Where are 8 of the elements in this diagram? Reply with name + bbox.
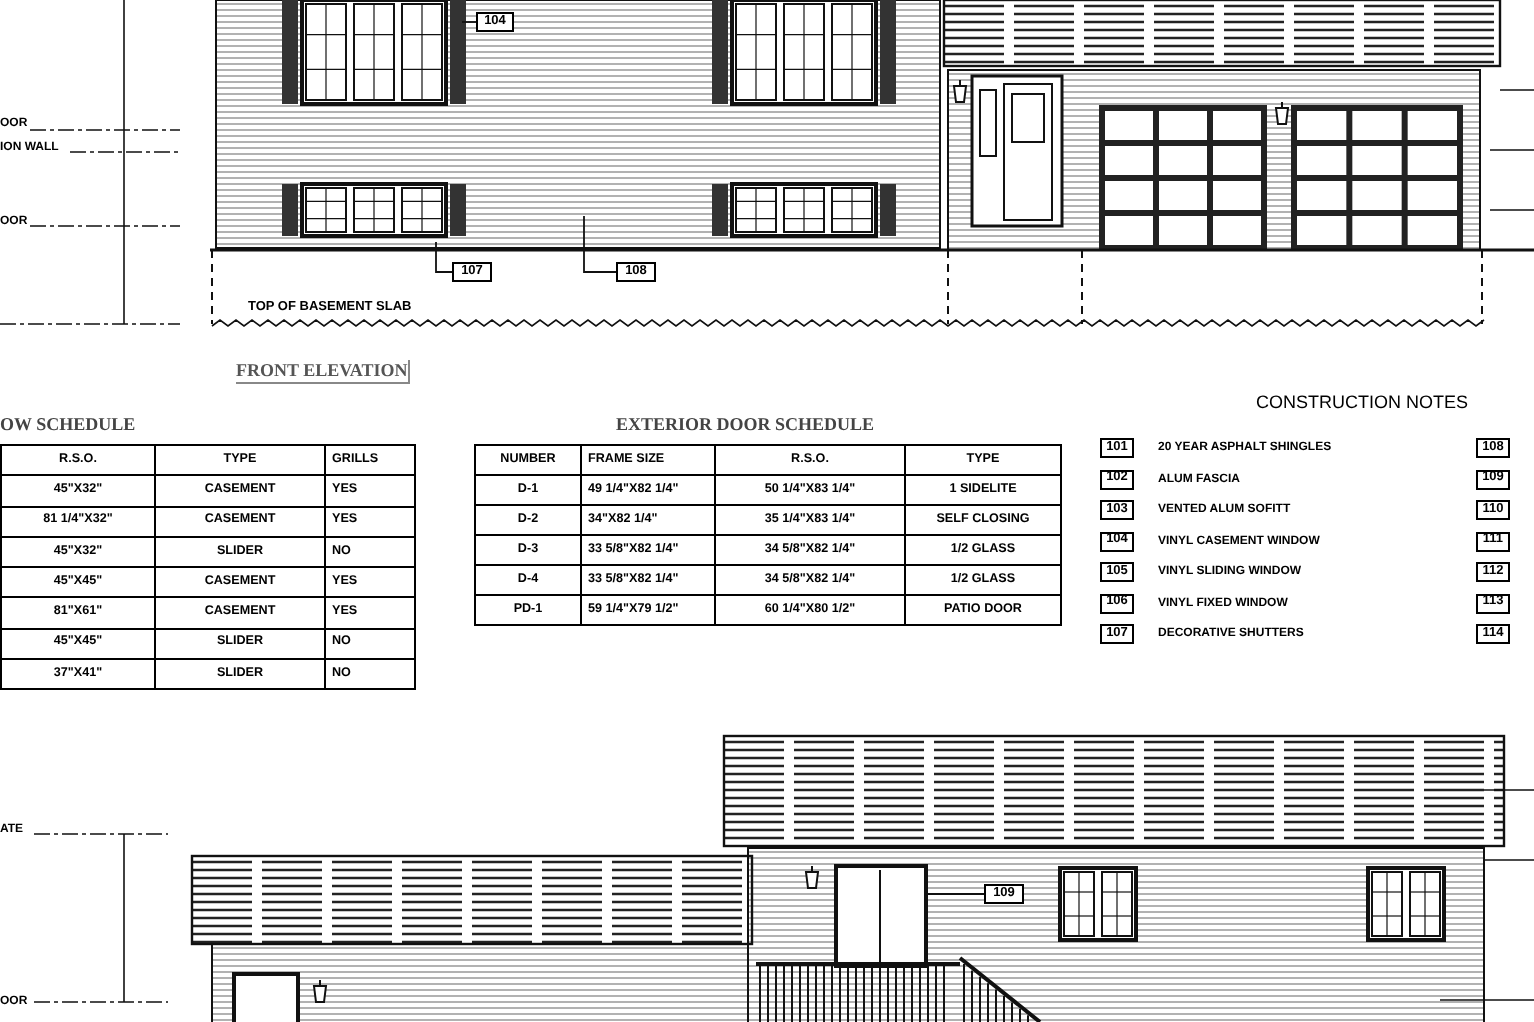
leader-line: [461, 21, 477, 23]
drawing-title: FRONT ELEVATION: [236, 360, 410, 384]
section-title: CONSTRUCTION NOTES: [1256, 390, 1469, 414]
leader-line: [923, 893, 985, 895]
table-title: OW SCHEDULE: [0, 414, 136, 436]
leader-line: [583, 215, 617, 273]
table-title: EXTERIOR DOOR SCHEDULE: [616, 414, 875, 436]
leader-line: [435, 241, 453, 273]
